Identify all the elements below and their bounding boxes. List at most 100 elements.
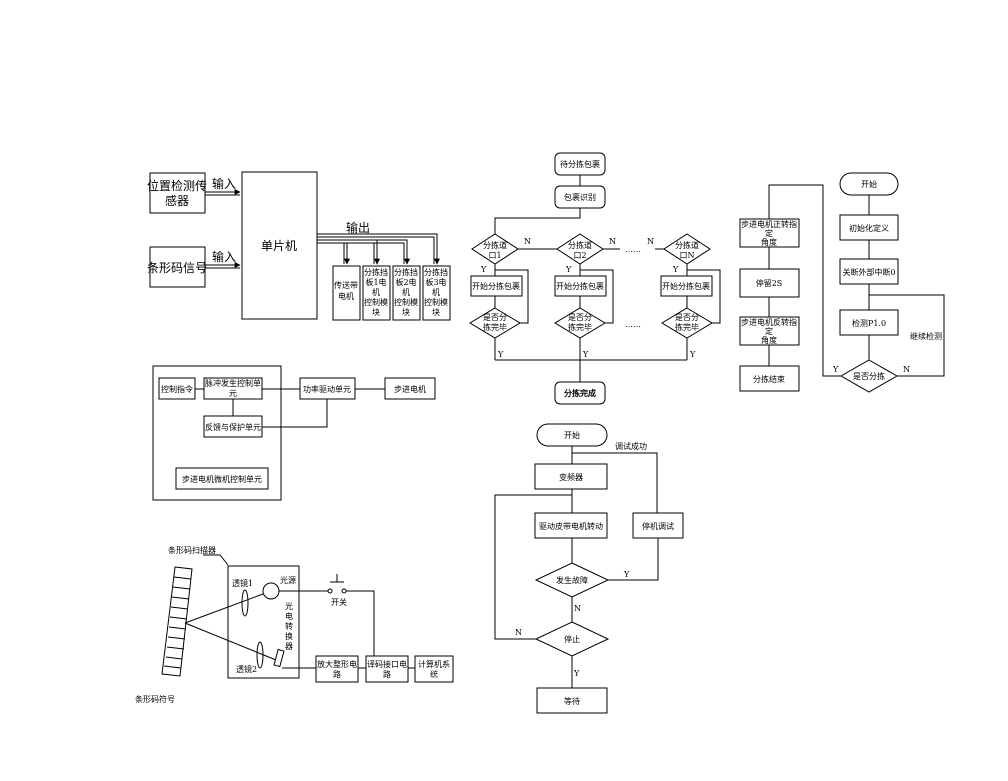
board1-label-4: 控制模 (364, 297, 388, 307)
board3-label-3: 机 (432, 287, 440, 297)
fault-yes-line (608, 538, 659, 581)
barcode-signal-label: 条形码信号 (147, 261, 207, 275)
scanner-housing (227, 565, 300, 679)
computer-label-1: 计算机系 (418, 659, 450, 669)
forward-label-1: 步进电机正转指 (741, 219, 797, 229)
input-label-1: 输入 (212, 176, 236, 191)
sort-decision (839, 359, 899, 393)
stop2s-label: 停留2S (756, 278, 783, 288)
barcode-symbol-label: 条形码符号 (135, 694, 175, 704)
start-sort-label-1: 开始分拣包裹 (472, 281, 520, 291)
forward-label-2: 定 (765, 228, 773, 238)
port1-label-1: 分拣道 (483, 240, 507, 250)
output-bus-3 (317, 239, 410, 265)
sort-q-label: 是否分拣 (853, 371, 885, 381)
scanner-title: 条形码扫描器 (168, 545, 216, 555)
start-sort-label-2: 开始分拣包裹 (556, 281, 604, 291)
barcode-bars (163, 576, 192, 669)
conveyor-motor-box (332, 265, 361, 321)
y-label: Y (497, 350, 504, 359)
done-label-1b: 拣完毕 (483, 322, 507, 332)
init-box (839, 214, 899, 241)
reverse-box (739, 316, 800, 346)
stepper-main-flowchart: 步进电机正转指 定 角度 停留2S 步进电机反转指 定 角度 分拣结束 开始 初… (739, 172, 945, 393)
done-label-na: 是否分 (675, 313, 699, 322)
pulse-label-1: 脉冲发生控制单 (205, 378, 261, 388)
micro-ctrl-box (175, 467, 269, 490)
n-label: N (515, 628, 522, 637)
pe-label-4: 换 (285, 631, 293, 641)
switch-contact-2 (341, 588, 347, 594)
forward-box (739, 218, 800, 248)
board2-box (392, 265, 421, 321)
continue-loop (869, 294, 945, 377)
pe-label-1: 光 (285, 601, 293, 611)
inverter-label: 变频器 (559, 472, 583, 482)
n-label: N (903, 365, 910, 374)
ctrl-cmd-label: 控制指令 (161, 384, 193, 394)
y-label: Y (623, 570, 630, 579)
stop2s-box (739, 268, 800, 298)
board3-label-5: 块 (432, 307, 440, 317)
start-sort-box-1 (470, 275, 523, 297)
micro-ctrl-label: 步进电机微机控制单元 (182, 474, 262, 484)
sorting-flowchart: 待分拣包裹 包裹识别 分拣道 口1 N Y 开始分拣包裹 是否分 拣完毕 Y 分… (469, 152, 721, 405)
done-label-2b: 拣完毕 (568, 322, 592, 332)
portN-label-2: 口N (680, 251, 695, 260)
inverter-box (534, 463, 608, 490)
power-drive-label: 功率驱动单元 (303, 384, 351, 394)
port2-label-2: 口2 (573, 251, 586, 260)
output-bus-2 (317, 236, 435, 264)
y-label: Y (480, 265, 487, 274)
amp-box (315, 655, 359, 683)
sort-done-label: 分拣完成 (564, 388, 596, 398)
flow-loop-n (687, 269, 721, 324)
board1-label-5: 块 (372, 307, 380, 317)
amp-label-1: 放大整形电 (317, 659, 357, 669)
pe-label-5: 器 (285, 642, 293, 651)
init-label: 初始化定义 (849, 223, 889, 233)
n-label: N (647, 237, 654, 246)
lens2-icon (256, 641, 264, 669)
n-label: N (574, 604, 581, 613)
y-label: Y (689, 350, 696, 359)
board3-label-4: 控制模 (424, 297, 448, 307)
lens1-icon (241, 589, 249, 617)
stepper-control-block: 控制指令 脉冲发生控制单 元 功率驱动单元 步进电机 反馈与保护单元 步进电机微… (152, 365, 436, 501)
sort-end-box (739, 365, 800, 392)
stop-debug-label: 停机调试 (642, 521, 674, 531)
flow-loop-1 (495, 269, 529, 324)
position-sensor-label-2: 感器 (165, 193, 189, 208)
done-label-nb: 拣完毕 (675, 322, 699, 332)
mcu-label: 单片机 (261, 239, 297, 253)
done-label-2a: 是否分 (568, 313, 592, 322)
start-sort-label-n: 开始分拣包裹 (662, 281, 710, 291)
yes-path (768, 184, 841, 377)
system-block-diagram: 位置检测传 感器 条形码信号 单片机 输入 输入 输出 传送带 电机 分拣挡 板… (147, 171, 451, 321)
y-label: Y (672, 265, 679, 274)
flow-loop-2 (580, 269, 614, 324)
reverse-label-2: 定 (765, 326, 773, 336)
done-label-1a: 是否分 (483, 313, 507, 322)
computer-label-2: 统 (430, 669, 438, 679)
n-label: N (524, 237, 531, 246)
amp-label-2: 路 (333, 669, 341, 679)
start-label: 开始 (861, 179, 877, 189)
board2-label-4: 控制模 (394, 297, 418, 307)
board1-box (362, 265, 391, 321)
fault-q-label: 发生故障 (556, 575, 588, 585)
stop-q-label: 停止 (564, 634, 580, 644)
portN-label-1: 分拣道 (675, 240, 699, 250)
feedback-label: 反馈与保护单元 (205, 422, 261, 432)
forward-label-3: 角度 (761, 237, 777, 247)
feedback-line (262, 399, 328, 428)
identify-label: 包裹识别 (564, 192, 596, 202)
light-source-icon (262, 582, 280, 600)
output-bus-1 (317, 233, 440, 265)
flow-line (494, 208, 581, 234)
debug-ok-line (572, 452, 658, 513)
stepper-box (384, 377, 436, 400)
pe-converter-icon (273, 648, 285, 668)
barcode-signal-box (149, 246, 206, 288)
disable-int-box (839, 258, 899, 285)
